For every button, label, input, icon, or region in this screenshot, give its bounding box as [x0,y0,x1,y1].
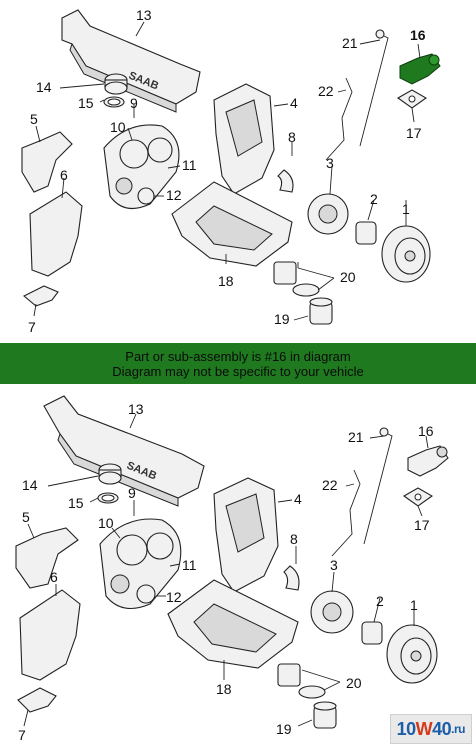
engine-diagram-top: SAAB [0,0,476,343]
part-labels-bottom: 13 14 15 5 6 7 9 10 11 12 4 8 3 2 1 18 2… [18,401,434,743]
label-11: 11 [182,557,197,573]
label-9: 9 [130,95,138,111]
watermark-part-4: .ru [451,722,465,736]
part-16-sensor-highlighted[interactable] [399,53,441,85]
part-3-oil-pump[interactable] [307,193,349,235]
part-13-cam-cover[interactable]: SAAB [61,9,201,113]
part-4-belt-cover[interactable] [213,477,279,593]
leader-lines-top [33,21,421,321]
label-21: 21 [342,35,358,51]
part-18-oil-pan[interactable] [171,181,293,267]
part-9-timing-belt[interactable] [99,518,182,610]
part-19-filter-housing[interactable] [313,701,337,729]
part-6-timing-cover[interactable] [29,191,83,277]
label-2: 2 [376,593,384,609]
label-4: 4 [290,95,298,111]
label-14: 14 [36,79,52,95]
watermark-part-1: 10 [396,718,417,739]
label-7: 7 [28,319,36,335]
part-22-dipstick-tube[interactable] [325,77,353,161]
part-8-guide[interactable] [283,565,300,591]
label-20: 20 [340,269,356,285]
label-13: 13 [136,7,152,23]
part-5-cover[interactable] [15,527,79,589]
engine-diagram-bottom: SAAB [0,384,476,748]
part-9-timing-belt[interactable] [103,124,180,210]
label-18: 18 [218,273,234,289]
label-12: 12 [166,187,182,203]
part-4-belt-cover[interactable] [213,83,275,195]
label-17: 17 [406,125,422,141]
part-17-gasket[interactable] [402,487,434,507]
label-5: 5 [22,509,30,525]
part-14-filler-cap[interactable] [98,463,122,485]
part-2-gear[interactable] [355,221,377,245]
part-15-seal[interactable] [103,96,125,108]
part-19-filter-housing[interactable] [309,297,333,325]
label-1: 1 [410,597,418,613]
label-17: 17 [414,517,430,533]
label-6: 6 [50,569,58,585]
part-3-oil-pump[interactable] [310,590,354,634]
label-2: 2 [370,191,378,207]
info-banner: Part or sub-assembly is #16 in diagram D… [0,343,476,384]
label-13: 13 [128,401,144,417]
label-5: 5 [30,111,38,127]
label-15: 15 [78,95,94,111]
part-5-cover[interactable] [21,131,73,193]
label-3: 3 [330,557,338,573]
banner-line-1: Part or sub-assembly is #16 in diagram [125,348,351,364]
label-16: 16 [418,423,434,439]
watermark-part-2: W [415,718,433,739]
part-2-gear[interactable] [361,621,383,645]
label-16: 16 [410,27,426,43]
watermark-part-3: 40 [432,718,452,739]
part-17-gasket[interactable] [396,89,428,109]
part-1-crank-pulley[interactable] [381,225,431,283]
part-20-oil-filter[interactable] [273,261,320,297]
part-15-seal[interactable] [97,492,119,504]
part-labels-top: 13 14 15 5 6 7 9 10 11 12 4 8 3 2 1 18 2… [28,7,426,335]
label-4: 4 [294,491,302,507]
diagram-top-svg: SAAB [21,7,441,335]
label-20: 20 [346,675,362,691]
label-10: 10 [110,119,126,135]
leader-lines-bottom [23,413,429,727]
part-21-dipstick[interactable] [359,29,389,147]
label-6: 6 [60,167,68,183]
label-11: 11 [182,157,197,173]
label-14: 14 [22,477,38,493]
label-15: 15 [68,495,84,511]
part-14-filler-cap[interactable] [104,73,128,95]
part-7-bracket[interactable] [17,687,57,713]
label-3: 3 [326,155,334,171]
part-16-sensor[interactable] [407,445,449,477]
part-21-dipstick[interactable] [363,427,393,545]
part-7-bracket[interactable] [23,285,59,307]
part-20-oil-filter[interactable] [277,663,326,699]
label-21: 21 [348,429,364,445]
label-7: 7 [18,727,26,743]
banner-line-2: Diagram may not be specific to your vehi… [112,363,364,379]
part-6-timing-cover[interactable] [19,589,81,681]
label-10: 10 [98,515,114,531]
label-22: 22 [322,477,338,493]
label-19: 19 [274,311,290,327]
part-13-cam-cover[interactable]: SAAB [43,395,205,507]
part-22-dipstick-tube[interactable] [331,469,361,557]
part-8-guide[interactable] [277,169,294,193]
label-19: 19 [276,721,292,737]
part-1-crank-pulley[interactable] [386,624,438,684]
part-18-oil-pan[interactable] [167,579,299,669]
label-9: 9 [128,485,136,501]
label-8: 8 [288,129,296,145]
label-8: 8 [290,531,298,547]
label-18: 18 [216,681,232,697]
label-22: 22 [318,83,334,99]
diagram-bottom-svg: SAAB [15,395,449,743]
label-1: 1 [402,201,410,217]
label-12: 12 [166,589,182,605]
